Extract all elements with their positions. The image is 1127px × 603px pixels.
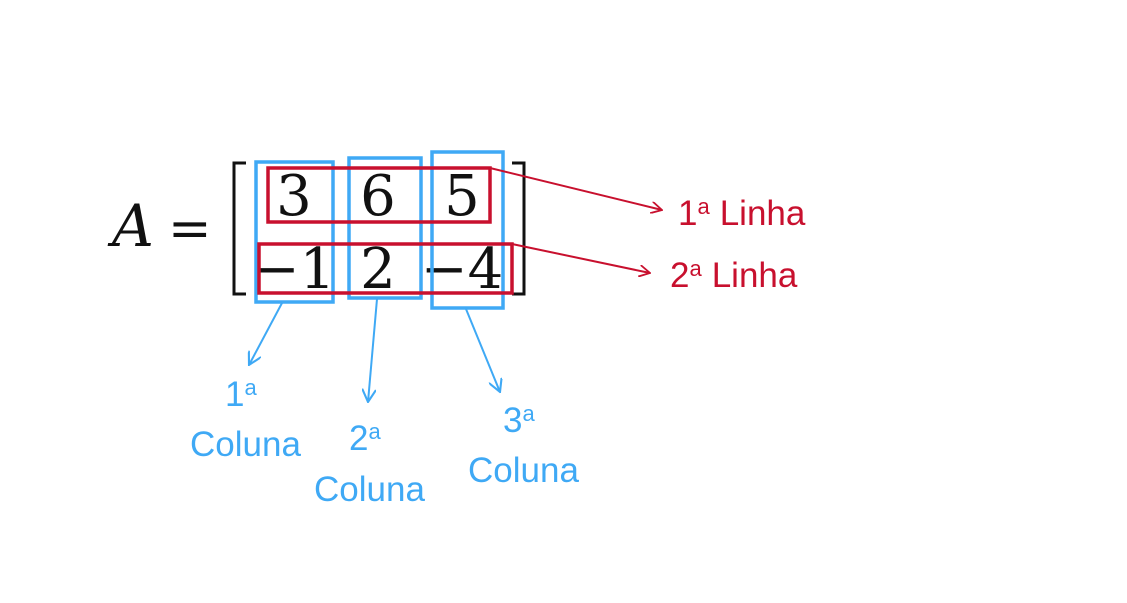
matrix-entry: 5 [444,164,480,229]
matrix-entry: 3 [276,164,312,229]
svg-text:1a: 1a [225,375,257,414]
matrix-entry: −1 [253,237,336,302]
column-1-arrow [249,302,283,365]
column-2-label: 2a Coluna [314,419,425,509]
svg-text:Coluna: Coluna [314,470,425,509]
matrix-entry: 2 [360,237,396,302]
column-2-arrow [368,298,378,402]
svg-text:2a: 2a [349,419,381,458]
column-3-highlight [430,150,505,310]
matrix-entry: −4 [421,237,504,302]
row-2-highlight [257,242,514,295]
row-2-arrow [511,243,650,273]
column-1-label: 1a Coluna [190,375,301,464]
column-1-highlight [254,160,335,304]
row-1-arrow [489,167,662,210]
matrix-name: A [107,192,154,260]
column-2-highlight [347,156,423,300]
row-1-highlight [266,166,492,224]
column-3-arrow [465,308,500,392]
right-bracket [512,161,526,296]
svg-text:Coluna: Coluna [468,451,579,490]
svg-text:Coluna: Coluna [190,425,301,464]
matrix-entry: 6 [360,164,396,229]
column-3-label: 3a Coluna [468,401,579,490]
left-bracket [232,161,246,296]
svg-text:3a: 3a [503,401,535,440]
equals-sign: = [168,199,212,259]
